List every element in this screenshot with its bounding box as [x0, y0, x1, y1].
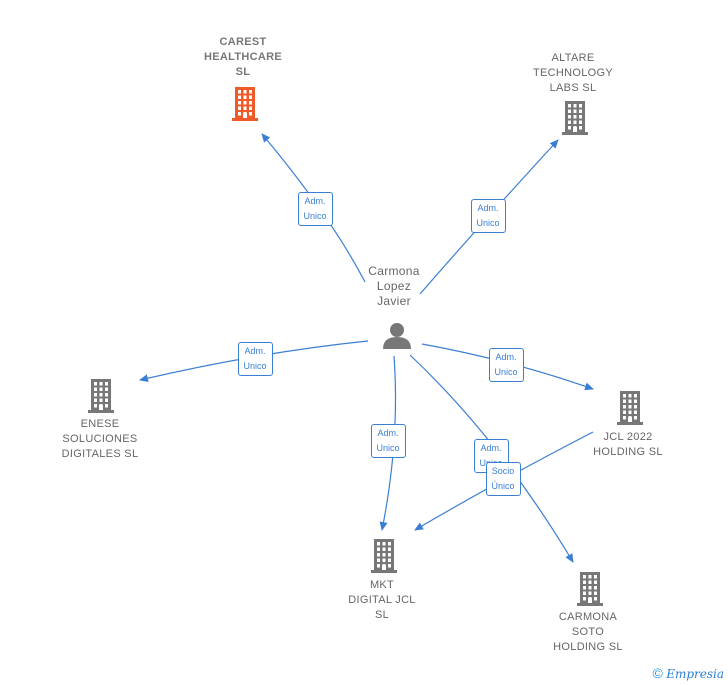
company-name-altare-line: LABS SL: [549, 82, 597, 94]
company-name-carest-line: CAREST: [219, 36, 267, 48]
edge-label-line: Adm.: [477, 203, 499, 213]
company-name-mkt-line: DIGITAL JCL: [348, 594, 416, 606]
company-name-altare-line: TECHNOLOGY: [532, 67, 613, 79]
edge-label-line: Socio: [491, 466, 515, 476]
edge-label-line: Unico: [303, 211, 327, 221]
company-name-enese-line: DIGITALES SL: [61, 448, 139, 460]
edge-label-center-mkt[interactable]: Adm. Unico: [370, 424, 406, 458]
company-name-altare-line: ALTARE: [551, 52, 595, 64]
company-name-enese-line: SOLUCIONES: [62, 433, 138, 445]
company-name-mkt-line: MKT: [369, 579, 395, 591]
edge-label-center-altare[interactable]: Adm. Unico: [470, 199, 506, 233]
edge-label-center-enese[interactable]: Adm. Unico: [237, 342, 273, 376]
edge-label-line: Unico: [376, 443, 400, 453]
company-name-enese[interactable]: ENESE SOLUCIONES DIGITALES SL: [45, 417, 155, 462]
edge-label-line: Único: [491, 481, 515, 491]
person-icon[interactable]: [383, 323, 411, 349]
edge-label-center-carest[interactable]: Adm. Unico: [297, 192, 333, 226]
company-name-carmona_soto-line: HOLDING SL: [553, 641, 623, 653]
company-name-mkt-line: SL: [374, 609, 390, 621]
building-icon[interactable]: [232, 87, 258, 121]
edge-label-line: Unico: [494, 367, 518, 377]
edge-label-line: Unico: [243, 361, 267, 371]
person-name-line: Javier: [377, 294, 411, 308]
company-name-carest-line: HEALTHCARE: [204, 51, 282, 63]
company-name-jcl-line: HOLDING SL: [593, 446, 663, 458]
edge-label-center-jcl[interactable]: Adm. Unico: [488, 348, 524, 382]
person-name-line: Lopez: [376, 279, 412, 293]
edge-label-line: Adm.: [304, 196, 326, 206]
company-name-carest-line: SL: [235, 66, 251, 78]
footer: © Empresia: [653, 665, 724, 681]
company-name-altare[interactable]: ALTARE TECHNOLOGY LABS SL: [518, 51, 628, 96]
building-icon[interactable]: [562, 101, 588, 135]
company-name-carest[interactable]: CAREST HEALTHCARE SL: [188, 35, 298, 80]
company-name-carmona_soto-line: SOTO: [571, 626, 605, 638]
edge-label-line: Adm.: [495, 352, 517, 362]
company-name-carmona_soto-line: CARMONA: [558, 611, 618, 623]
building-icon[interactable]: [577, 572, 603, 606]
building-icon[interactable]: [371, 539, 397, 573]
edge-label-line: Adm.: [377, 428, 399, 438]
edge-label-line: Adm.: [244, 346, 266, 356]
company-name-mkt[interactable]: MKT DIGITAL JCL SL: [327, 578, 437, 623]
edge-label-line: Adm.: [480, 443, 502, 453]
company-name-carmona_soto[interactable]: CARMONA SOTO HOLDING SL: [533, 610, 643, 655]
copyright-icon: ©: [652, 665, 663, 681]
building-icon[interactable]: [617, 391, 643, 425]
edge-label-line: Unico: [476, 218, 500, 228]
building-icon[interactable]: [88, 379, 114, 413]
brand-logo[interactable]: Empresia: [666, 667, 724, 681]
person-name-line: Carmona: [368, 264, 420, 278]
company-name-jcl-line: JCL 2022: [603, 431, 653, 443]
company-name-enese-line: ENESE: [80, 418, 120, 430]
